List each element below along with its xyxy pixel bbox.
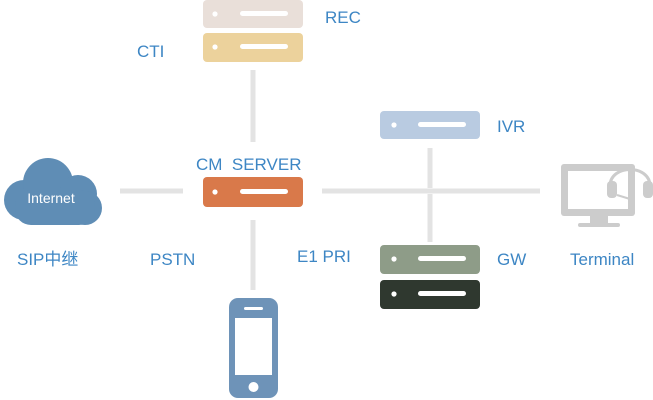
e1-pri-label: E1 PRI: [297, 247, 351, 266]
terminal-label: Terminal: [570, 250, 635, 269]
cti-label: CTI: [137, 42, 165, 61]
rec-label: REC: [325, 8, 361, 27]
sip-trunk-label: SIP中继: [17, 250, 79, 269]
ivr-label: IVR: [497, 117, 526, 136]
pstn-label: PSTN: [150, 250, 196, 269]
gw-label: GW: [497, 250, 527, 269]
internet-label: Internet: [27, 190, 75, 206]
cm-server-label: CM SERVER: [196, 155, 302, 174]
